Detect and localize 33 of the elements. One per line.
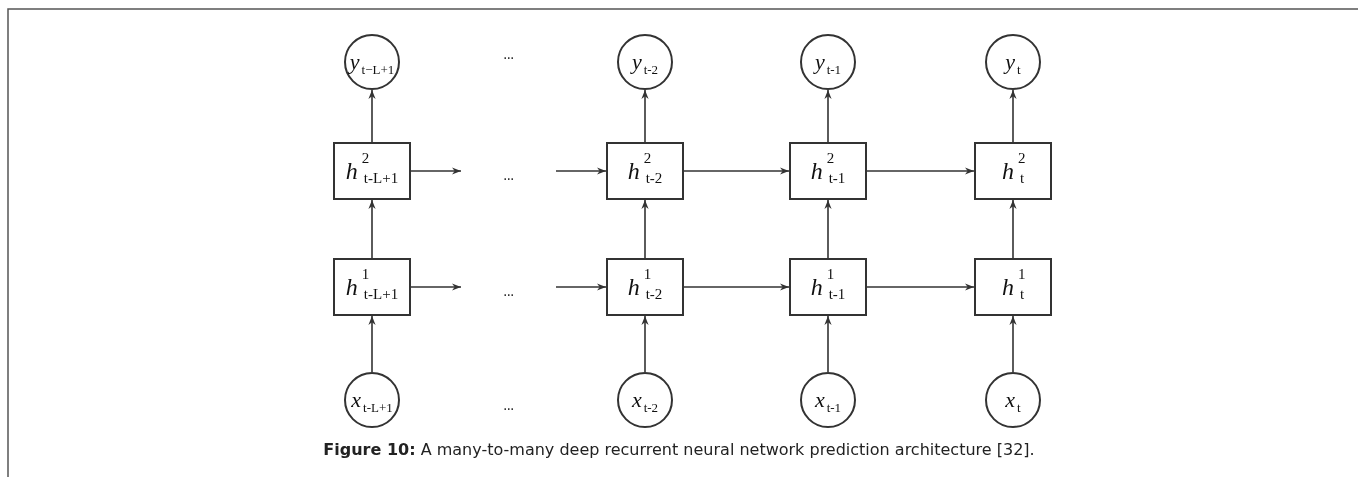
arrow	[1009, 315, 1017, 373]
arrow	[866, 167, 975, 175]
arrow	[555, 167, 607, 175]
arrow	[824, 199, 832, 259]
arrow	[368, 315, 376, 373]
arrow	[368, 89, 376, 143]
variable-circle: y$_{t−L+1}$	[344, 34, 400, 90]
arrow	[368, 199, 376, 259]
arrow	[410, 283, 462, 291]
arrow	[555, 283, 607, 291]
arrow	[641, 89, 649, 143]
ellipsis-text: ...	[503, 166, 514, 184]
ellipsis-text: ...	[503, 396, 514, 414]
arrow	[641, 199, 649, 259]
arrow	[683, 167, 790, 175]
variable-circle: x$_{t-2}$	[617, 372, 673, 428]
figure-caption: Figure 10: A many-to-many deep recurrent neural network prediction architecture [32].	[322, 440, 1036, 459]
variable-circle: y$_{t-2}$	[617, 34, 673, 90]
arrow	[824, 315, 832, 373]
arrow	[1009, 199, 1017, 259]
variable-circle: x$_{t-1}$	[800, 372, 856, 428]
arrow	[824, 89, 832, 143]
arrow	[641, 315, 649, 373]
arrow	[866, 283, 975, 291]
variable-circle: y$_{t}$	[985, 34, 1041, 90]
arrow	[410, 167, 462, 175]
ellipsis-text: ...	[503, 282, 514, 300]
variable-circle: x$_{t}$	[985, 372, 1041, 428]
arrow	[683, 283, 790, 291]
arrow	[1009, 89, 1017, 143]
ellipsis-text: ...	[503, 45, 514, 63]
variable-circle: x$_{t-L+1}$	[344, 372, 400, 428]
variable-circle: y$_{t-1}$	[800, 34, 856, 90]
